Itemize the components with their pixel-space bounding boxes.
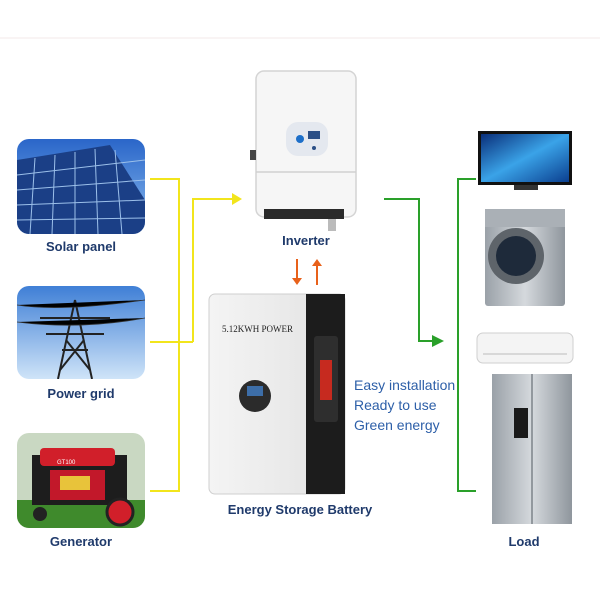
feature-green-energy: Green energy — [354, 417, 440, 433]
battery-label: Energy Storage Battery — [227, 502, 373, 517]
battery-image — [208, 293, 346, 495]
air-conditioner-image — [476, 332, 574, 364]
generator-image — [17, 433, 145, 528]
battery-brand-text: 5.12KWH POWER — [222, 324, 293, 334]
tv-image — [478, 131, 572, 190]
generator-badge-text: GT100 — [57, 460, 76, 466]
bidirectional-arrows — [292, 259, 322, 285]
solar-panel-image — [17, 139, 145, 234]
feature-easy-installation: Easy installation — [354, 377, 456, 393]
load-label: Load — [508, 534, 540, 549]
input-lines — [150, 178, 232, 492]
output-arrowhead — [432, 335, 444, 347]
power-grid-image — [17, 286, 145, 379]
input-arrowhead — [232, 193, 242, 205]
refrigerator-image — [492, 374, 572, 524]
washing-machine-image — [485, 209, 565, 306]
generator-label: Generator — [49, 534, 113, 549]
inverter-image — [250, 70, 357, 231]
output-lines — [384, 178, 476, 492]
inverter-label: Inverter — [282, 233, 330, 248]
power-grid-label: Power grid — [47, 386, 115, 401]
solar-panel-label: Solar panel — [45, 239, 117, 254]
feature-ready-to-use: Ready to use — [354, 397, 437, 413]
